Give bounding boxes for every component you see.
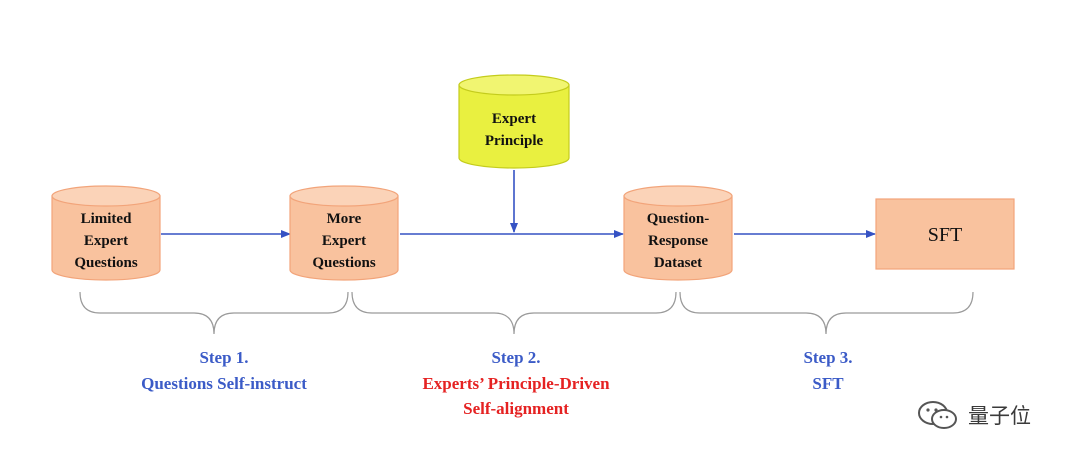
limited-line-2: Expert xyxy=(84,233,128,249)
cylinder-expert-principle: Expert Principle xyxy=(458,74,570,169)
step-1-title: Step 1. xyxy=(199,348,248,367)
cylinder-limited-expert-questions: Limited Expert Questions xyxy=(51,185,161,281)
step-1-desc: Questions Self-instruct xyxy=(141,374,307,393)
watermark-text: 量子位 xyxy=(968,404,1031,428)
brace-step-2 xyxy=(351,291,677,335)
limited-line-3: Questions xyxy=(74,255,138,271)
step-2-title: Step 2. xyxy=(491,348,540,367)
limited-line-1: Limited xyxy=(81,211,132,227)
dataset-line-3: Dataset xyxy=(654,255,702,271)
sft-box: SFT xyxy=(875,198,1015,270)
step-2-desc-line-2: Self-alignment xyxy=(463,399,569,418)
more-line-1: More xyxy=(327,211,362,227)
brace-step-3 xyxy=(679,291,974,335)
dataset-line-2: Response xyxy=(648,233,708,249)
sft-box-label: SFT xyxy=(928,224,962,246)
step-2-desc-line-1: Experts’ Principle-Driven xyxy=(422,374,610,393)
more-line-2: Expert xyxy=(322,233,366,249)
step-3-desc: SFT xyxy=(812,374,844,393)
watermark: 量子位 xyxy=(916,398,1031,432)
step-3-title: Step 3. xyxy=(803,348,852,367)
dataset-line-1: Question- xyxy=(647,211,710,227)
principle-line-2: Principle xyxy=(485,133,544,149)
brace-step-1 xyxy=(79,291,349,335)
cylinder-more-expert-questions: More Expert Questions xyxy=(289,185,399,281)
principle-line-1: Expert xyxy=(492,111,536,127)
wechat-icon xyxy=(918,401,957,429)
more-line-3: Questions xyxy=(312,255,376,271)
cylinder-question-response-dataset: Question- Response Dataset xyxy=(623,185,733,281)
